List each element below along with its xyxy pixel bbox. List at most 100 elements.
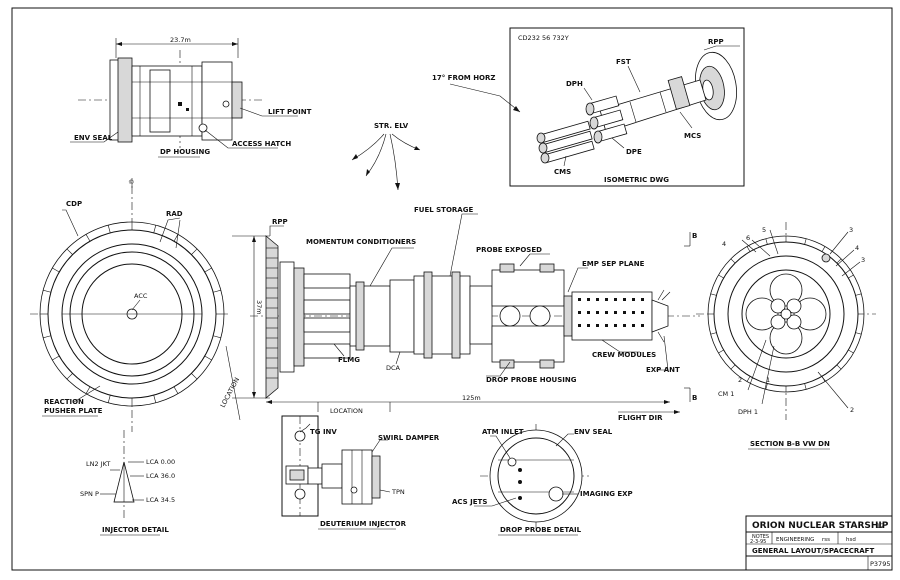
dca-label: DCA <box>386 364 401 372</box>
structure-elevation-arrows: STR. ELV <box>351 122 421 191</box>
crew-window <box>578 298 581 301</box>
section-rib <box>765 238 768 245</box>
atm-inlet-label: ATM INLET <box>482 428 524 436</box>
crew-window <box>596 324 599 327</box>
iso-mcs-label: MCS <box>684 132 701 140</box>
emp-sep-plane-label: EMP SEP PLANE <box>582 260 645 268</box>
title-block-drawing-no: P3795 <box>870 560 890 568</box>
crew-window <box>623 298 626 301</box>
plate-rib <box>213 289 221 293</box>
section-rib <box>855 293 862 296</box>
title-block-date: 2-3-95 <box>750 539 766 545</box>
section-marker-b-top: B <box>692 232 697 240</box>
title-block-dept: ENGINEERING <box>776 537 814 543</box>
title-block-initials-b: hsd <box>846 537 856 543</box>
section-marker-b-bottom: B <box>692 394 697 402</box>
drop-probe-view: ATM INLET ENV SEAL ACS JETS IMAGING EXP … <box>452 424 633 536</box>
probe-exposed-label: PROBE EXPOSED <box>476 246 542 254</box>
plate-rib <box>173 234 179 242</box>
title-block-sheet: 12 <box>876 522 884 530</box>
injector-detail-view: LCA 0.00 LCA 36.0 LCA 34.5 LN2 JKT SPN P… <box>80 430 175 536</box>
bb-dph1-label: DPH 1 <box>738 408 758 416</box>
bb-cm1-label: CM 1 <box>718 390 734 398</box>
pusher-plate-view: CDP RAD ACC REACTION PUSHER PLATE © <box>30 178 228 432</box>
plate-rib <box>153 225 157 233</box>
isometric-view: CD232 56 732Y 17° FROM HORZ <box>432 27 745 187</box>
access-hatch-label: ACCESS HATCH <box>232 140 291 148</box>
injector-detail-title: INJECTOR DETAIL <box>102 526 169 534</box>
crew-window <box>578 324 581 327</box>
section-bb-title: SECTION B-B VW DN <box>750 440 830 448</box>
bb-num-4: 4 <box>722 240 726 248</box>
iso-fst-label: FST <box>616 58 631 66</box>
crew-window <box>578 311 581 314</box>
section-rib <box>836 364 842 370</box>
section-rib <box>765 383 768 390</box>
section-rib <box>730 258 736 264</box>
plate-rib <box>43 335 51 339</box>
crew-window <box>587 311 590 314</box>
momentum-conditioners-label: MOMENTUM CONDITIONERS <box>306 238 416 246</box>
crew-window <box>596 311 599 314</box>
drop-probe-housing-label: DROP PROBE HOUSING <box>486 376 577 384</box>
crew-window <box>614 324 617 327</box>
rpp-label: RPP <box>272 218 288 226</box>
title-block-subtitle: GENERAL LAYOUT/SPACECRAFT <box>752 547 874 555</box>
section-rib <box>836 258 842 264</box>
section-rib <box>821 246 826 252</box>
bb-num-4a: 4 <box>855 244 859 252</box>
plate-rib <box>52 355 60 361</box>
exp-ant-label: EXP ANT <box>646 366 680 374</box>
crew-window <box>623 324 626 327</box>
fuel-storage-label: FUEL STORAGE <box>414 206 473 214</box>
crew-window <box>587 324 590 327</box>
sheet-border <box>11 7 893 571</box>
iso-codes: CD232 56 732Y <box>518 34 569 42</box>
bb-num-2: 2 <box>850 406 854 414</box>
section-rib <box>710 293 717 296</box>
acs-jets-label: ACS JETS <box>452 498 487 506</box>
ln2-jkt-label: LN2 JKT <box>86 460 110 468</box>
lift-point-label: LIFT POINT <box>268 108 312 116</box>
length-dimension: 125m <box>462 394 481 402</box>
imaging-exp-label: IMAGING EXP <box>580 490 633 498</box>
section-rib <box>746 376 751 382</box>
plate-rib <box>43 289 51 293</box>
flight-dir-label: FLIGHT DIR <box>618 414 663 422</box>
pusher-title-2: PUSHER PLATE <box>44 407 103 415</box>
plate-rib <box>153 395 157 403</box>
plate-rib <box>191 373 198 380</box>
plate-rib <box>107 395 111 403</box>
str-elv-label: STR. ELV <box>374 122 409 130</box>
section-rib <box>804 383 807 390</box>
crew-window <box>623 311 626 314</box>
crew-window <box>641 298 644 301</box>
crew-window <box>614 311 617 314</box>
swirl-damper-label: SWIRL DAMPER <box>378 434 440 442</box>
crew-window <box>632 311 635 314</box>
section-rib <box>718 349 724 354</box>
crew-window <box>596 298 599 301</box>
plate-rib <box>191 248 198 255</box>
location-label: LOCATION <box>330 407 363 415</box>
iso-dpe-label: DPE <box>626 148 642 156</box>
iso-dph-label: DPH <box>566 80 583 88</box>
plate-rib <box>204 355 212 361</box>
section-rib <box>848 274 854 279</box>
location-rotated-label: LOCATION <box>219 376 242 409</box>
flmg-label: FLMG <box>338 356 360 364</box>
dp-housing-view: 23.7m ENV SEAL LIFT POINT ACCESS HATCH D… <box>70 36 312 158</box>
section-rib <box>804 238 807 245</box>
title-block-title: ORION NUCLEAR STARSHIP <box>752 521 889 531</box>
dp-housing-dimension: 23.7m <box>170 36 191 44</box>
section-rib <box>855 332 862 335</box>
isometric-title: ISOMETRIC DWG <box>604 176 669 184</box>
section-rib <box>718 274 724 279</box>
plate-rib <box>107 225 111 233</box>
section-rib <box>848 349 854 354</box>
drop-env-seal-label: ENV SEAL <box>574 428 613 436</box>
iso-cms-label: CMS <box>554 168 571 176</box>
crew-window <box>605 298 608 301</box>
svg-text:©: © <box>128 178 135 186</box>
deuterium-injector-title: DEUTERIUM INJECTOR <box>320 520 407 528</box>
